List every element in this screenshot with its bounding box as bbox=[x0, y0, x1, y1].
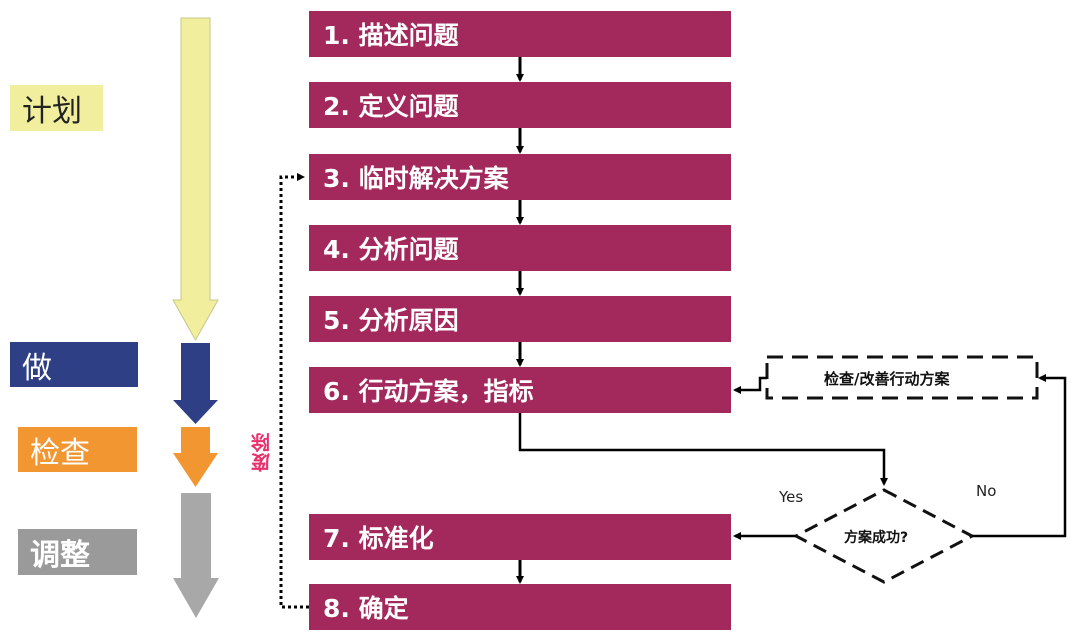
step-1: 1. 描述问题 bbox=[309, 11, 731, 57]
step-7: 7. 标准化 bbox=[309, 514, 731, 560]
step-4: 4. 分析问题 bbox=[309, 225, 731, 271]
phase-check: 检查 bbox=[18, 427, 137, 472]
yes-label: Yes bbox=[779, 488, 804, 506]
plan-arrow-icon bbox=[172, 17, 219, 342]
step-3-label: 3. 临时解决方案 bbox=[323, 164, 509, 193]
decision-diamond bbox=[792, 488, 976, 584]
step-4-label: 4. 分析问题 bbox=[323, 235, 459, 264]
check-arrow-icon bbox=[173, 427, 218, 487]
step-7-label: 7. 标准化 bbox=[323, 524, 434, 553]
phase-check-label: 检查 bbox=[30, 435, 90, 471]
step-2-label: 2. 定义问题 bbox=[323, 92, 459, 121]
step-8-label: 8. 确定 bbox=[323, 594, 409, 623]
do-arrow-icon bbox=[173, 343, 218, 424]
abolish-loop bbox=[279, 173, 309, 609]
step-8: 8. 确定 bbox=[309, 584, 731, 630]
act-arrow-icon bbox=[173, 493, 219, 618]
phase-do-label: 做 bbox=[22, 350, 52, 386]
step-6-label: 6. 行动方案，指标 bbox=[323, 377, 534, 406]
phase-act: 调整 bbox=[18, 529, 137, 575]
step-5-label: 5. 分析原因 bbox=[323, 306, 459, 335]
review-box-label: 检查/改善行动方案 bbox=[824, 370, 950, 388]
arrow-review-to-6 bbox=[733, 376, 767, 394]
step-5: 5. 分析原因 bbox=[309, 296, 731, 342]
phase-do: 做 bbox=[10, 342, 138, 387]
phase-act-label: 调整 bbox=[30, 538, 90, 573]
step-3: 3. 临时解决方案 bbox=[309, 154, 731, 200]
phase-plan-label: 计划 bbox=[22, 94, 82, 129]
step-2: 2. 定义问题 bbox=[309, 82, 731, 128]
no-label: No bbox=[976, 482, 997, 500]
decision-label: 方案成功? bbox=[844, 530, 909, 546]
step-6: 6. 行动方案，指标 bbox=[309, 367, 731, 413]
abolish-label: 废除 bbox=[251, 432, 273, 472]
arrow-6-decision bbox=[518, 413, 888, 486]
arrow-no bbox=[972, 374, 1067, 538]
phase-plan: 计划 bbox=[10, 85, 103, 131]
step-1-label: 1. 描述问题 bbox=[323, 21, 459, 50]
